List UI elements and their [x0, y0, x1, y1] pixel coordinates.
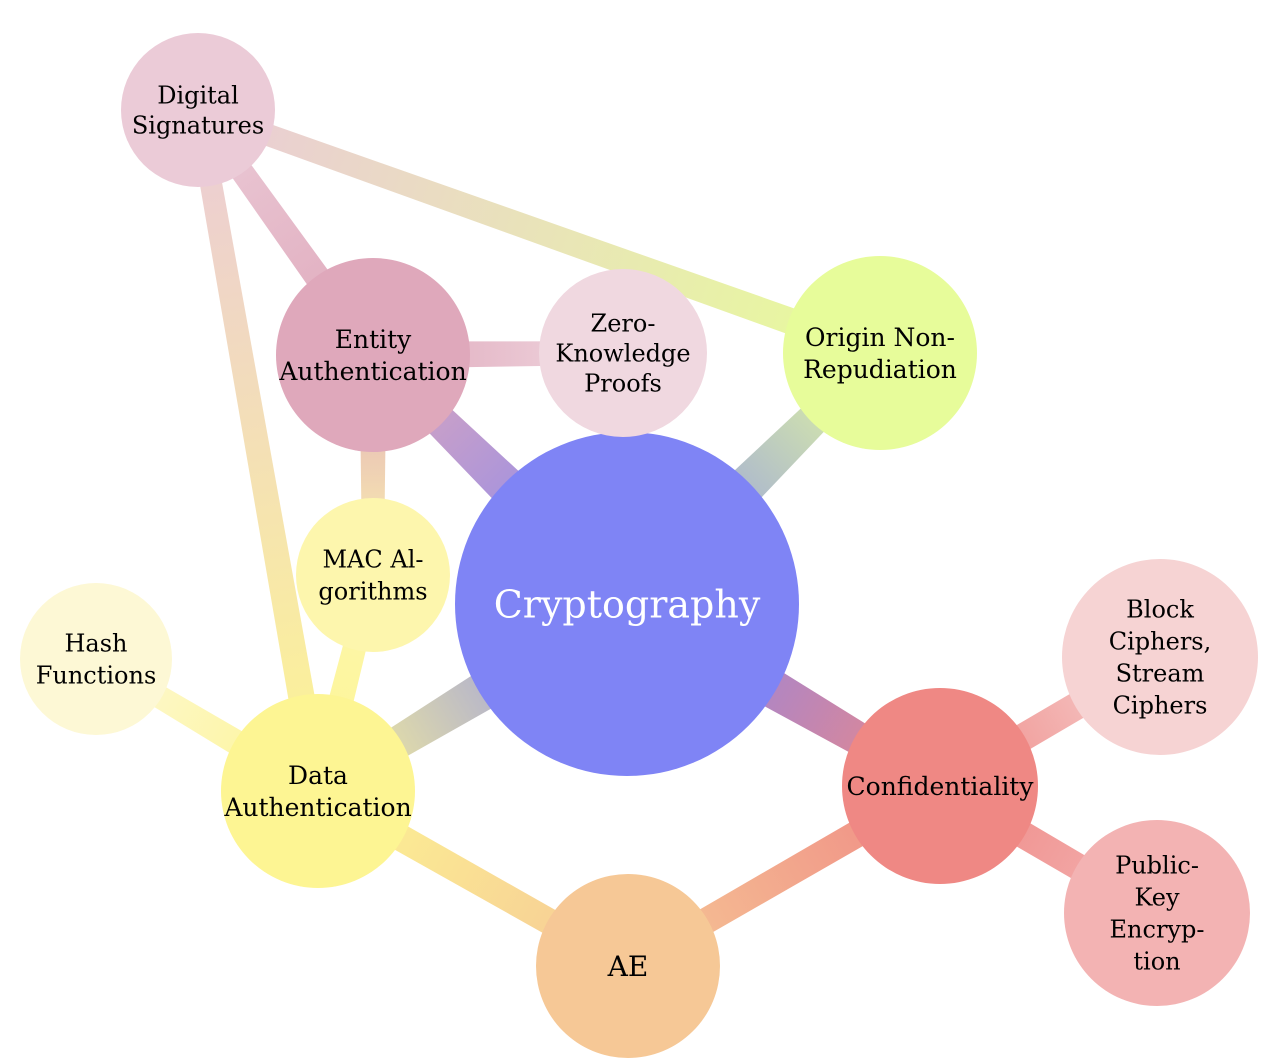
node-label-public-key: Public-: [1115, 851, 1199, 879]
node-circle-block-stream: [1062, 559, 1258, 755]
node-circle-zero-knowledge: [539, 269, 707, 437]
node-circle-confidentiality: [842, 688, 1038, 884]
node-label-data-auth: Data: [288, 761, 348, 790]
node-cryptography: Cryptography: [455, 432, 799, 776]
node-label-zero-knowledge: Proofs: [584, 369, 662, 397]
node-label-entity-auth: Authentication: [278, 357, 466, 386]
node-label-cryptography: Cryptography: [494, 582, 761, 626]
node-label-entity-auth: Entity: [335, 325, 412, 354]
node-label-digital-signatures: Signatures: [132, 111, 264, 139]
node-confidentiality: Confidentiality: [842, 688, 1038, 884]
node-label-data-auth: Authentication: [223, 793, 411, 822]
node-label-block-stream: Ciphers,: [1109, 627, 1211, 655]
node-label-public-key: Encryp-: [1110, 915, 1205, 943]
node-label-origin-nonrep: Repudiation: [803, 355, 957, 384]
node-label-mac-algorithms: gorithms: [318, 577, 427, 605]
node-label-origin-nonrep: Origin Non-: [805, 323, 955, 352]
node-ae: AE: [536, 874, 720, 1058]
node-label-digital-signatures: Digital: [157, 81, 239, 109]
node-label-zero-knowledge: Knowledge: [555, 339, 690, 367]
node-label-public-key: tion: [1133, 947, 1180, 975]
connection-digital-signatures-origin-nonrep: [194, 99, 885, 366]
node-label-hash-functions: Hash: [64, 629, 127, 657]
node-circle-entity-auth: [276, 258, 470, 452]
node-label-zero-knowledge: Zero-: [591, 309, 656, 337]
node-circle-origin-nonrep: [783, 256, 977, 450]
node-label-confidentiality: Confidentiality: [847, 772, 1035, 801]
node-circle-mac-algorithms: [296, 498, 450, 652]
node-circle-cryptography: [455, 432, 799, 776]
node-origin-nonrep: Origin Non- Repudiation: [783, 256, 977, 450]
node-label-block-stream: Ciphers: [1113, 691, 1208, 719]
node-label-ae: AE: [607, 950, 649, 983]
node-label-block-stream: Block: [1126, 595, 1194, 623]
node-circle-ae: [536, 874, 720, 1058]
node-circle-hash-functions: [20, 583, 172, 735]
connection-digital-signatures-data-auth: [187, 108, 332, 794]
node-label-block-stream: Stream: [1116, 659, 1205, 687]
node-circle-data-auth: [221, 694, 415, 888]
node-circle-public-key: [1064, 820, 1250, 1006]
node-circle-digital-signatures: [121, 33, 275, 187]
node-label-mac-algorithms: MAC Al-: [322, 545, 423, 573]
node-label-hash-functions: Functions: [36, 661, 157, 689]
node-mac-algorithms: MAC Al-gorithms: [296, 498, 450, 652]
node-label-public-key: Key: [1134, 883, 1179, 911]
